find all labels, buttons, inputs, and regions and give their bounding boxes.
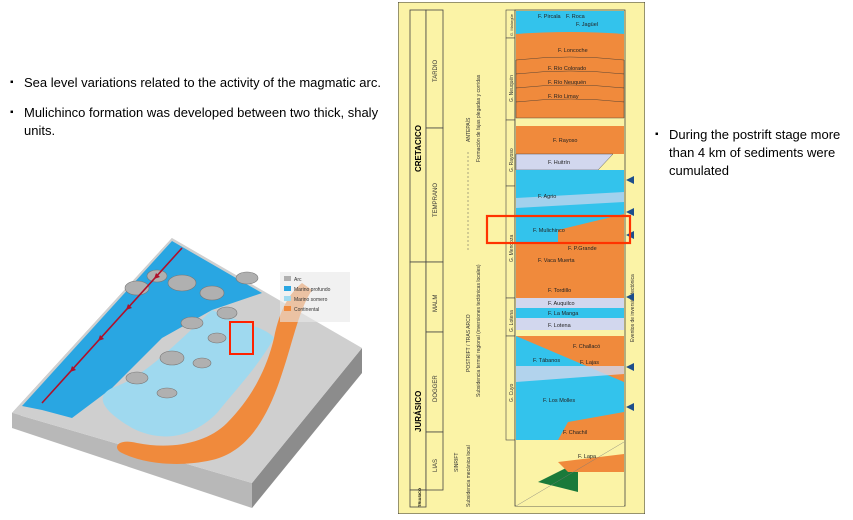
mulichinco-highlight-box bbox=[485, 214, 632, 245]
tectonic-labels: ANTEPAÍS Formación de fajas plegadas y c… bbox=[454, 74, 482, 507]
group-neuquen: G. Neuquén bbox=[509, 75, 515, 102]
fm-challaco: F. Challacó bbox=[573, 344, 600, 350]
tectonic-sinrift: SINRIFT bbox=[454, 453, 460, 472]
lithology-column bbox=[514, 9, 626, 507]
fm-loncoche: F. Loncoche bbox=[558, 48, 588, 54]
group-cuyo: G. Cuyo bbox=[509, 383, 515, 402]
fm-agrio: F. Agrio bbox=[538, 194, 556, 200]
map-highlight-box bbox=[229, 321, 254, 355]
deep-sea-area bbox=[22, 241, 262, 418]
fm-lotena: F. Lotena bbox=[548, 323, 572, 329]
left-bullet-list: Sea level variations related to the acti… bbox=[10, 74, 392, 152]
group-rayoso: G. Rayoso bbox=[509, 148, 515, 172]
epoch-tardio: TARDIO bbox=[433, 59, 439, 82]
formation-labels: F. Pircala F. Roca F. Jagüel F. Loncoche… bbox=[533, 14, 600, 460]
fm-vaca-muerta: F. Vaca Muerta bbox=[538, 258, 576, 264]
period-column: CRETACICO JURÁSICO TRIASICO bbox=[409, 9, 427, 508]
bullet-postrift: During the postrift stage more than 4 km… bbox=[655, 126, 845, 180]
block-front-face bbox=[12, 413, 252, 508]
trench-line bbox=[41, 247, 183, 404]
fm-huitrin: F. Huitrín bbox=[548, 160, 570, 166]
fm-rayoso: F. Rayoso bbox=[553, 138, 577, 144]
stratigraphic-column: CRETACICO JURÁSICO TRIASICO TARDIO TEMPR… bbox=[398, 2, 645, 514]
period-triasico: TRIASICO bbox=[417, 488, 422, 507]
epoch-temprano: TEMPRANO bbox=[433, 183, 439, 217]
group-column: G. Malargüe G. Neuquén G. Rayoso G. Mend… bbox=[505, 9, 516, 441]
block-right-face bbox=[252, 348, 362, 508]
right-bullet-list: During the postrift stage more than 4 km… bbox=[655, 126, 845, 192]
fm-tabanos: F. Tábanos bbox=[533, 358, 560, 364]
inversion-label: Eventos de inversión tectónica bbox=[630, 274, 636, 342]
fm-pgrande: F. P.Grande bbox=[568, 246, 597, 252]
arc-islands bbox=[124, 269, 259, 399]
tectonic-postrift: POSTRIFT / TRAS ARCO bbox=[466, 314, 472, 372]
fm-lajas: F. Lajas bbox=[580, 360, 599, 366]
period-cretacico: CRETACICO bbox=[414, 125, 423, 172]
tectonic-antepais: ANTEPAÍS bbox=[465, 117, 472, 142]
paleogeographic-block-diagram: Arc Marino profundo Marino somero Contin… bbox=[12, 238, 362, 508]
epoch-dogger: DOGGER bbox=[433, 375, 439, 402]
fm-mulichinco: F. Mulichinco bbox=[533, 228, 565, 234]
bullet-sea-level: Sea level variations related to the acti… bbox=[10, 74, 392, 92]
fm-auquilco: F. Auquilco bbox=[548, 301, 575, 307]
fm-la-manga: F. La Manga bbox=[548, 311, 579, 317]
shallow-sea-area bbox=[102, 310, 274, 437]
fm-lapa: F. Lapa bbox=[578, 454, 597, 460]
period-jurasico: JURÁSICO bbox=[414, 391, 423, 432]
bullet-mulichinco: Mulichinco formation was developed betwe… bbox=[10, 104, 392, 140]
inversion-arrows bbox=[626, 176, 634, 411]
fm-roca: F. Roca bbox=[566, 14, 586, 20]
legend-shallow-marine: Marino somero bbox=[294, 297, 328, 303]
group-mendoza: G. Mendoza bbox=[509, 235, 515, 262]
map-legend: Arc Marino profundo Marino somero Contin… bbox=[280, 272, 350, 322]
fm-tordillo: F. Tordillo bbox=[548, 288, 571, 294]
fm-chachil: F. Chachil bbox=[563, 430, 587, 436]
tectonic-subsidencia-mecanica: Subsidencia mecánica local bbox=[466, 445, 472, 507]
fm-pircala: F. Pircala bbox=[538, 14, 562, 20]
tectonic-subsidencia-termal: Subsidencia termal regional (inversiones… bbox=[476, 264, 482, 397]
legend-deep-marine: Marino profundo bbox=[294, 287, 331, 293]
trench-teeth bbox=[70, 273, 160, 372]
group-malargue: G. Malargüe bbox=[509, 13, 514, 36]
fm-rio-limay: F. Río Limay bbox=[548, 94, 579, 100]
fm-rio-colorado: F. Río Colorado bbox=[548, 66, 586, 72]
fm-los-molles: F. Los Molles bbox=[543, 398, 575, 404]
epoch-malm: MALM bbox=[433, 295, 439, 312]
legend-continental: Continental bbox=[294, 307, 319, 313]
epoch-lias: LIAS bbox=[433, 459, 439, 472]
legend-arc: Arc bbox=[294, 277, 302, 283]
epoch-column: TARDIO TEMPRANO MALM DOGGER LIAS bbox=[425, 9, 444, 491]
fm-rio-neuquen: F. Río Neuquén bbox=[548, 80, 586, 86]
fm-jaguel: F. Jagüel bbox=[576, 22, 598, 28]
tectonic-fajas: Formación de fajas plegadas y corridas bbox=[476, 74, 482, 162]
group-lotena: G. Lotena bbox=[509, 310, 515, 332]
